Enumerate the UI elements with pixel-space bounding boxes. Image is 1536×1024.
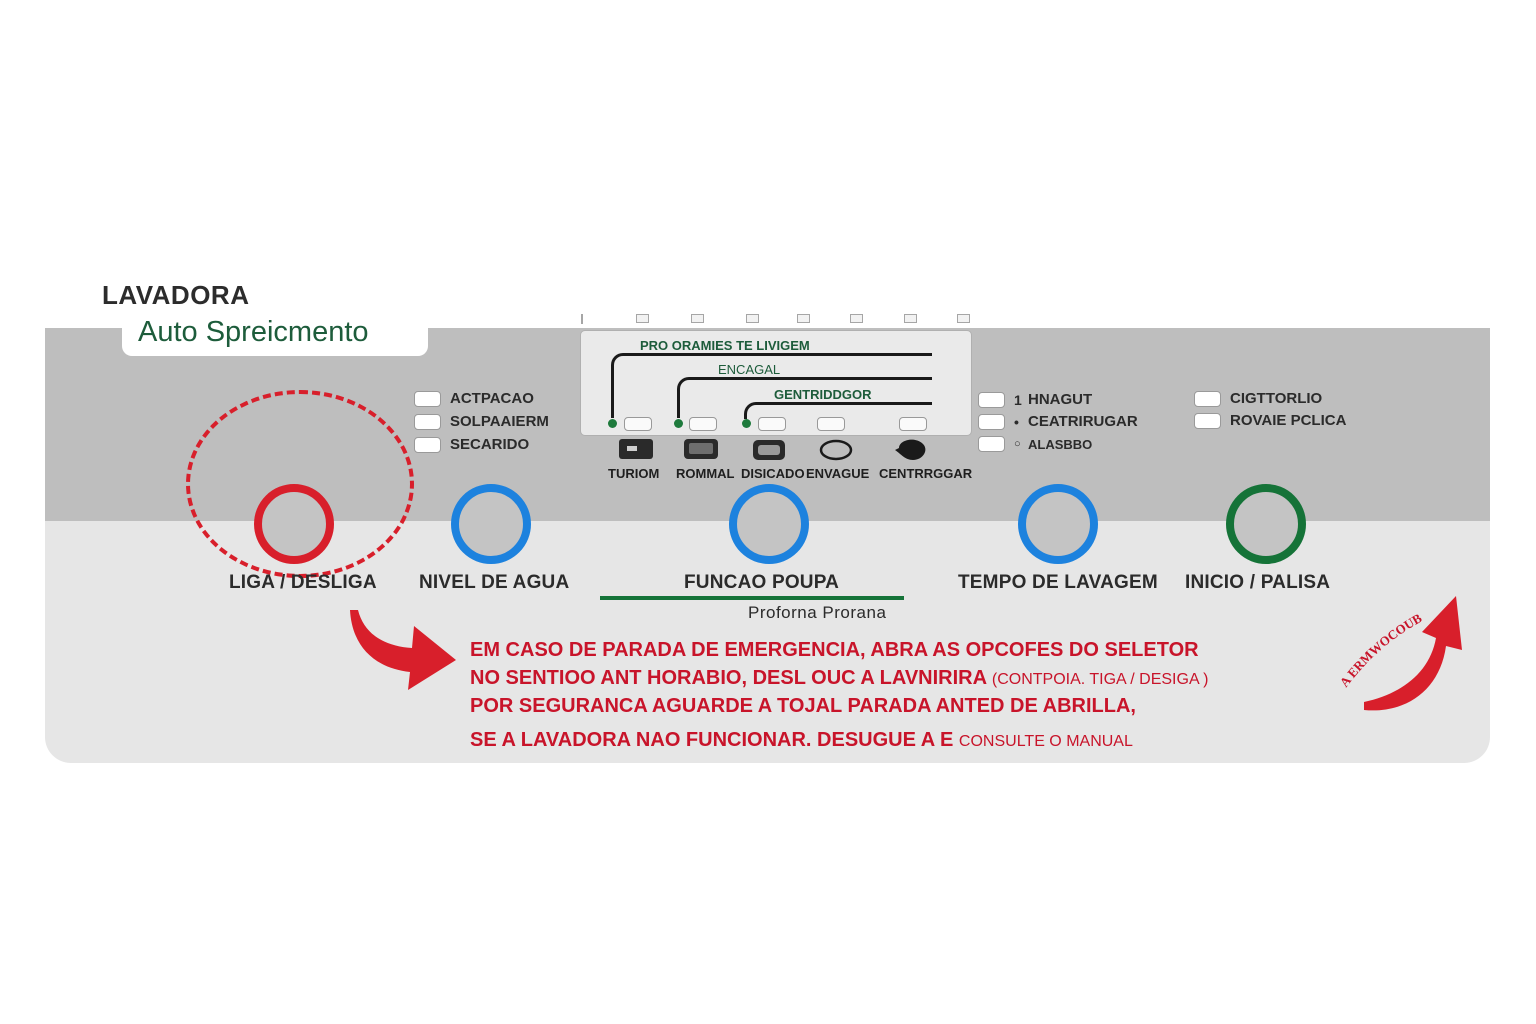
program-slot	[689, 417, 717, 431]
option-marker: •	[1014, 413, 1019, 430]
program-icon-label: ENVAGUE	[806, 466, 870, 481]
program-label: PRO ORAMIES TE LIVIGEM	[640, 338, 810, 353]
tick-mark	[746, 314, 759, 323]
spin-icon[interactable]	[893, 436, 933, 462]
tick-mark	[850, 314, 863, 323]
option-item[interactable]: ACTPACAO	[414, 390, 534, 407]
program-icon-label: TURIOM	[608, 466, 660, 481]
rinse-icon[interactable]	[818, 438, 854, 462]
option-item[interactable]: ROVAIE PCLICA	[1194, 412, 1346, 429]
program-slot	[817, 417, 845, 431]
program-label: GENTRIDDGOR	[774, 387, 872, 402]
option-label: ALASBBO	[1028, 436, 1093, 452]
tick-mark	[957, 314, 970, 323]
warning-text: SE A LAVADORA NAO FUNCIONAR. DESUGUE A E	[470, 729, 954, 751]
program-slot	[624, 417, 652, 431]
water-level-label: NIVEL DE AGUA	[419, 572, 570, 593]
warning-line: EM CASO DE PARADA DE EMERGENCIA, ABRA AS…	[470, 639, 1199, 661]
program-icon-label: ROMMAL	[676, 466, 735, 481]
option-item[interactable]: ○ ALASBBO	[978, 436, 1092, 452]
power-button-highlight-ring	[186, 390, 414, 578]
program-led	[742, 419, 751, 428]
tick-mark	[904, 314, 917, 323]
program-bracket	[611, 353, 932, 418]
wash-time-button[interactable]	[1018, 484, 1098, 564]
brand-title: LAVADORA	[102, 280, 250, 310]
option-item[interactable]: CIGTTORLIO	[1194, 390, 1322, 407]
option-checkbox[interactable]	[414, 390, 441, 407]
warning-line: SE A LAVADORA NAO FUNCIONAR. DESUGUE A E…	[470, 729, 1133, 752]
option-checkbox[interactable]	[978, 436, 1005, 452]
tick-mark	[636, 314, 649, 323]
option-label: ACTPACAO	[450, 390, 534, 407]
warning-line: POR SEGURANCA AGUARDE A TOJAL PARADA ANT…	[470, 695, 1136, 717]
option-label: SOLPAAIERM	[450, 413, 549, 430]
program-label: ENCAGAL	[718, 362, 781, 377]
start-pause-button[interactable]	[1226, 484, 1306, 564]
eco-function-button[interactable]	[729, 484, 809, 564]
option-item[interactable]: • CEATRIRUGAR	[978, 413, 1138, 430]
model-name: Auto Spreicmento	[138, 316, 369, 348]
water-level-button[interactable]	[451, 484, 531, 564]
eco-sublabel: Proforna Prorana	[748, 603, 887, 622]
program-led	[608, 419, 617, 428]
power-button[interactable]	[254, 484, 334, 564]
power-button-label: LIGA / DESLIGA	[229, 572, 377, 593]
program-icon-label: DISICADO	[741, 466, 805, 481]
option-item[interactable]: SOLPAAIERM	[414, 413, 549, 430]
warning-text: NO SENTIOO ANT HORABIO, DESL OUC A LAVNI…	[470, 667, 987, 689]
eco-function-label: FUNCAO POUPA	[684, 572, 840, 593]
option-checkbox[interactable]	[1194, 412, 1221, 429]
option-checkbox[interactable]	[978, 413, 1005, 430]
option-checkbox[interactable]	[1194, 390, 1221, 407]
turbo-icon[interactable]	[618, 438, 654, 460]
warning-note: CONSULTE O MANUAL	[958, 733, 1133, 750]
curved-arrow-icon: A ERMWOCOUB	[1337, 596, 1462, 711]
option-marker: ○	[1014, 438, 1021, 450]
program-slot	[758, 417, 786, 431]
option-label: ROVAIE PCLICA	[1230, 412, 1347, 429]
option-label: CIGTTORLIO	[1230, 390, 1323, 407]
option-label: HNAGUT	[1028, 391, 1093, 408]
start-pause-label: INICIO / PALISA	[1185, 572, 1331, 593]
program-bracket	[744, 402, 932, 419]
program-slot	[899, 417, 927, 431]
eco-underline	[600, 596, 904, 600]
program-icon-label: CENTRRGGAR	[879, 466, 973, 481]
red-arrow-icon	[350, 610, 456, 690]
normal-icon[interactable]	[683, 438, 719, 460]
program-led	[674, 419, 683, 428]
wash-time-label: TEMPO DE LAVAGEM	[958, 572, 1158, 593]
warning-note: (CONTPOIA. TIGA / DESIGA )	[991, 671, 1209, 688]
option-marker: 1	[1014, 391, 1022, 408]
option-checkbox[interactable]	[414, 413, 441, 430]
curved-label: A ERMWOCOUB	[1337, 610, 1425, 690]
delicate-icon[interactable]	[751, 438, 787, 462]
option-checkbox[interactable]	[414, 436, 441, 453]
option-item[interactable]: 1 HNAGUT	[978, 391, 1092, 408]
warning-line: NO SENTIOO ANT HORABIO, DESL OUC A LAVNI…	[470, 667, 1209, 690]
program-bracket	[677, 377, 932, 418]
model-tab	[122, 316, 428, 356]
option-label: CEATRIRUGAR	[1028, 413, 1138, 430]
option-item[interactable]: SECARIDO	[414, 436, 529, 453]
tick-mark	[691, 314, 704, 323]
tick-mark	[797, 314, 810, 323]
option-checkbox[interactable]	[978, 391, 1005, 408]
option-label: SECARIDO	[450, 436, 530, 453]
tick-mark	[581, 314, 583, 324]
